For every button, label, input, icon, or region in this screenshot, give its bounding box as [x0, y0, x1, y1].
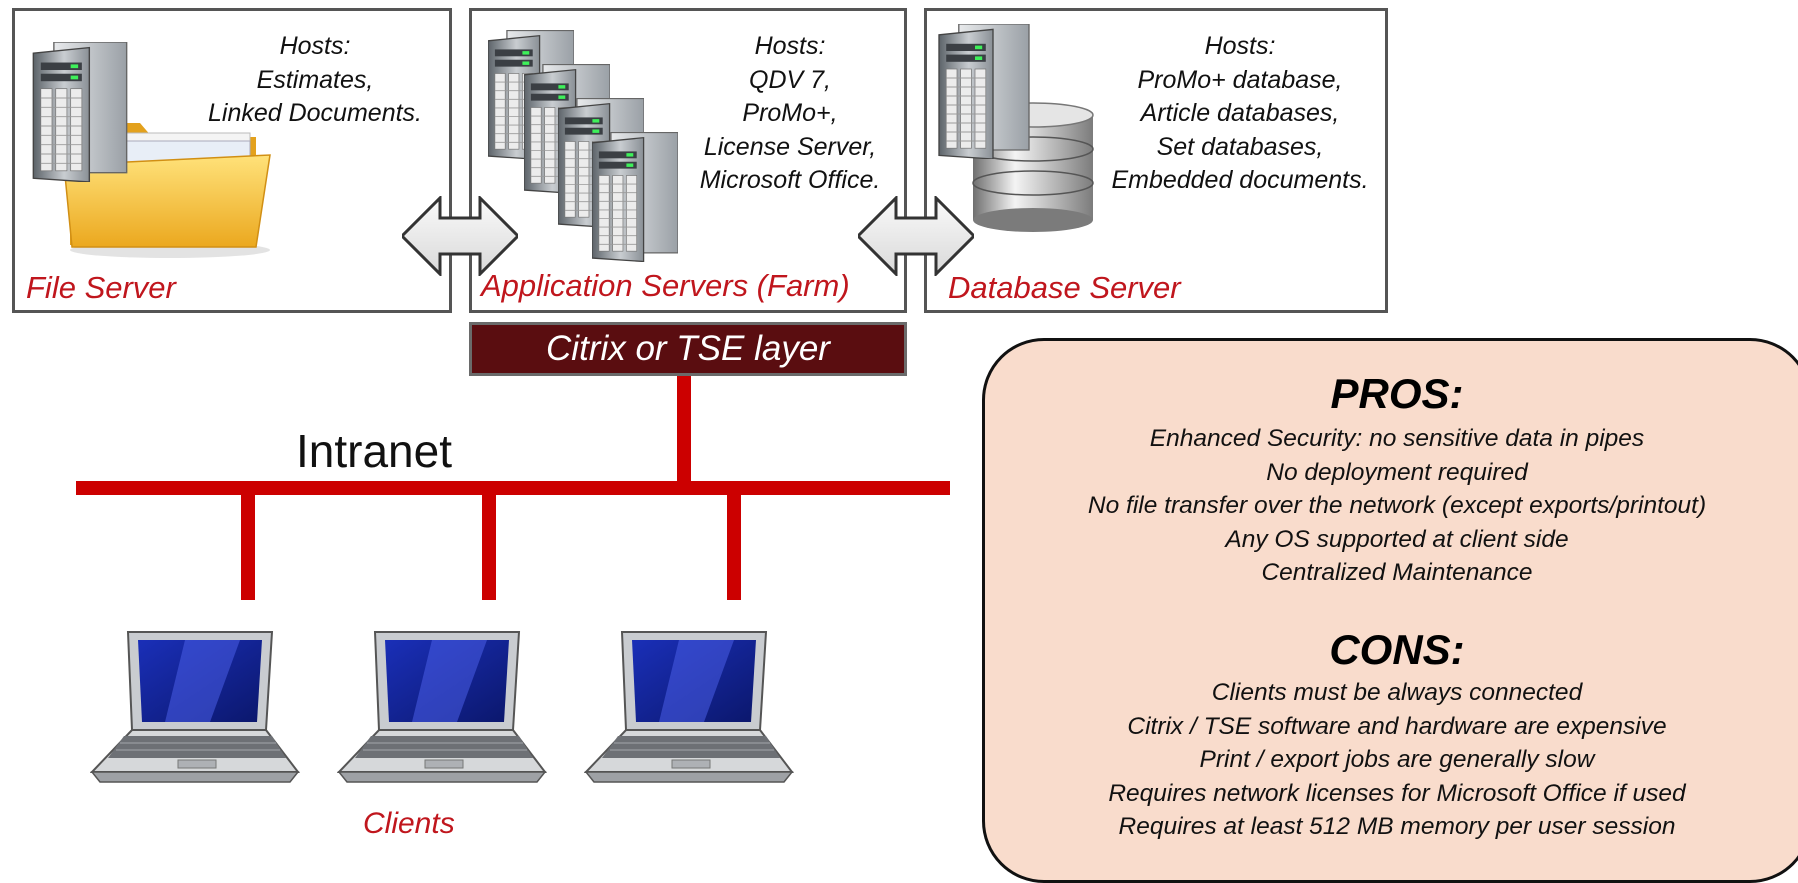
- hosts-line: ProMo+ database,: [1137, 65, 1343, 94]
- cons-item: Clients must be always connected: [1211, 679, 1583, 706]
- intranet-label: Intranet: [296, 425, 452, 477]
- hosts-line: Microsoft Office.: [699, 166, 881, 194]
- client-drop-pipe: [727, 494, 741, 600]
- pros-item: Centralized Maintenance: [1261, 559, 1533, 586]
- hosts-line: QDV 7,: [749, 65, 831, 94]
- hosts-line: Hosts:: [279, 32, 351, 60]
- file-server-tower-icon: [32, 42, 128, 182]
- hosts-line: ProMo+,: [742, 99, 838, 127]
- folder-icon: [63, 123, 271, 258]
- cons-item: Requires at least 512 MB memory per user…: [1118, 813, 1676, 840]
- db-server-label: Database Server: [948, 270, 1181, 305]
- double-arrow-icon: [858, 196, 974, 276]
- db-server-tower-icon: [938, 24, 1030, 159]
- hosts-line: Embedded documents.: [1111, 166, 1369, 194]
- pros-item: Any OS supported at client side: [1225, 525, 1569, 553]
- cons-item: Print / export jobs are generally slow: [1199, 746, 1595, 773]
- intranet-bus: [76, 481, 950, 495]
- laptop-icon: [337, 626, 547, 786]
- client-drop-pipe: [482, 494, 496, 600]
- database-cylinder-icon: [972, 102, 1094, 232]
- pros-item: Enhanced Security: no sensitive data in …: [1149, 425, 1645, 452]
- pros-item: No file transfer over the network (excep…: [1087, 492, 1707, 519]
- app-servers-label: Application Servers (Farm): [481, 268, 850, 303]
- hosts-line: Set databases,: [1156, 132, 1324, 161]
- hosts-line: Hosts:: [754, 32, 826, 60]
- cons-list: Clients must be always connected Citrix …: [982, 676, 1798, 844]
- hosts-line: Article databases,: [1140, 99, 1340, 127]
- hosts-line: Linked Documents.: [207, 99, 422, 127]
- cons-item: Requires network licenses for Microsoft …: [1108, 779, 1686, 807]
- app-servers-hosts: Hosts: QDV 7, ProMo+, License Server, Mi…: [680, 30, 900, 198]
- hosts-line: License Server,: [703, 132, 877, 161]
- double-arrow-icon: [402, 196, 518, 276]
- pros-cons-panel: [982, 338, 1798, 883]
- file-server-hosts: Hosts: Estimates, Linked Documents.: [190, 30, 440, 131]
- citrix-tse-layer: Citrix or TSE layer: [469, 322, 907, 376]
- layer-connector-pipe: [677, 376, 691, 482]
- pros-item: No deployment required: [1266, 458, 1528, 486]
- file-server-label: File Server: [26, 270, 176, 305]
- db-server-hosts: Hosts: ProMo+ database, Article database…: [1090, 30, 1390, 198]
- cons-item: Citrix / TSE software and hardware are e…: [1127, 712, 1667, 740]
- clients-label: Clients: [363, 807, 455, 840]
- hosts-line: Estimates,: [256, 65, 374, 94]
- app-server-tower-icon: [592, 132, 678, 262]
- laptop-icon: [90, 626, 300, 786]
- pros-list: Enhanced Security: no sensitive data in …: [982, 422, 1798, 590]
- pros-title: PROS:: [1330, 370, 1464, 417]
- cons-title: CONS:: [1329, 626, 1465, 673]
- client-drop-pipe: [241, 494, 255, 600]
- laptop-icon: [584, 626, 794, 786]
- hosts-line: Hosts:: [1204, 32, 1276, 60]
